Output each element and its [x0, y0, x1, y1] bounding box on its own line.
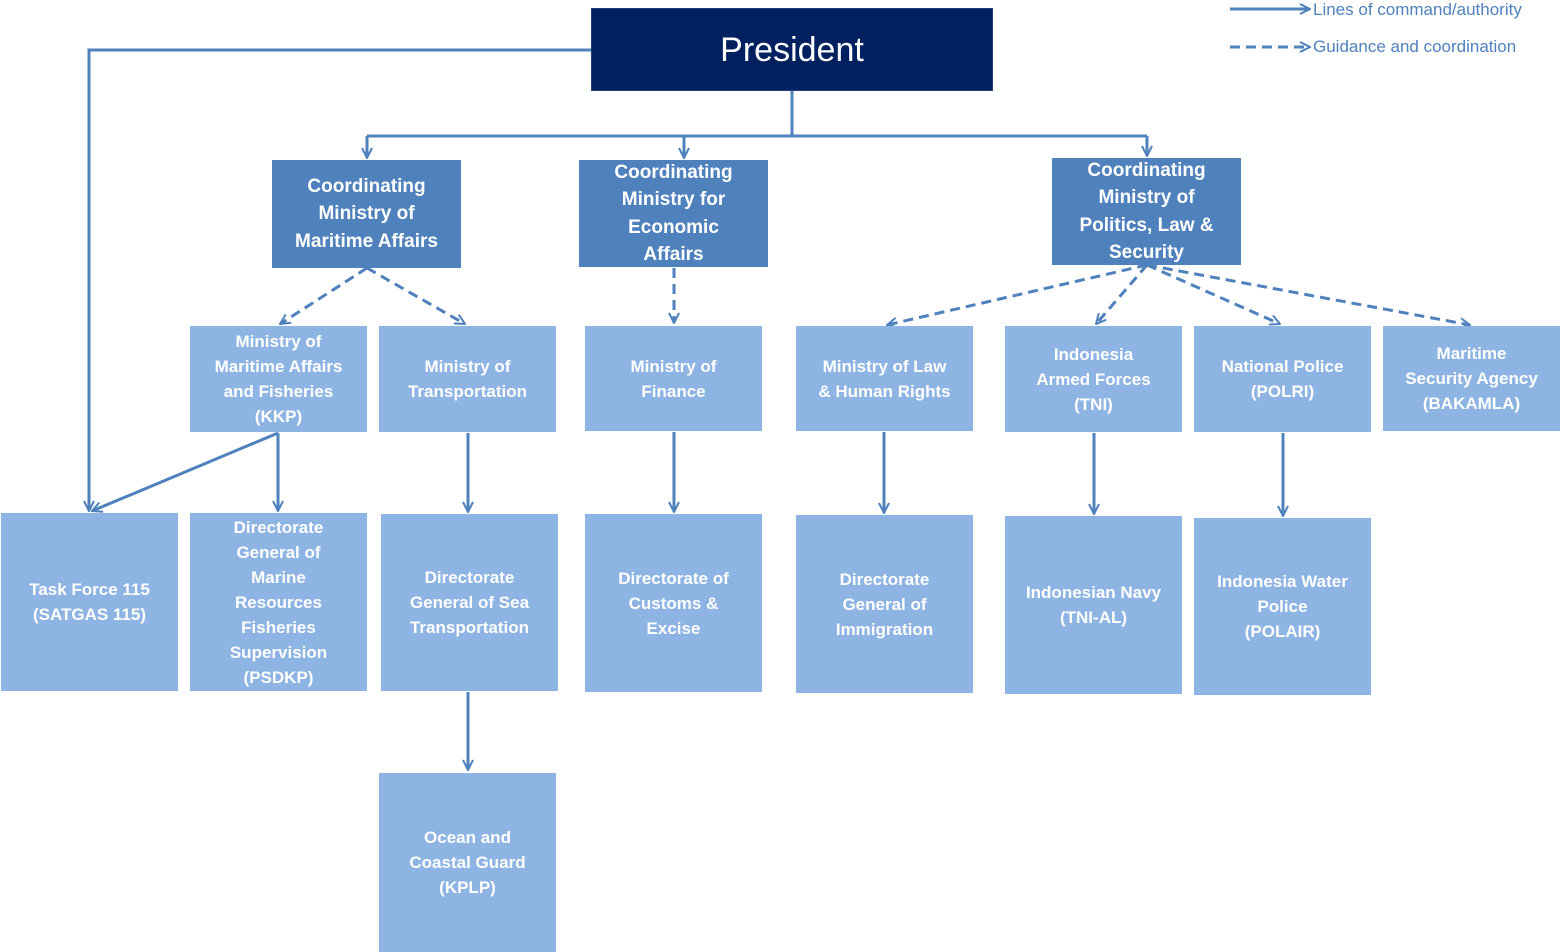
indonesian-navy-box: Indonesian Navy (TNI-AL) — [1005, 516, 1182, 694]
kkp-label-line: Ministry of — [235, 332, 322, 351]
kplp-label-line: (KPLP) — [439, 878, 496, 897]
ministry-maritime-affairs-fisheries-box: Ministry of Maritime Affairs and Fisheries… — [190, 326, 367, 432]
cmpls-label-line: Coordinating — [1087, 159, 1206, 181]
tni-label-line: (TNI) — [1074, 394, 1113, 414]
coordination-line-cmpls-to-molhr — [887, 263, 1148, 325]
satgas-label-line: Task Force 115 — [29, 580, 150, 599]
psdkp-label-line: General of — [236, 542, 321, 562]
cmpls-label-line: Security — [1109, 242, 1184, 263]
molhr-label-line: & Human Rights — [818, 381, 951, 401]
kplp-label-line: Coastal Guard — [409, 853, 526, 872]
polair-label-line: Police — [1257, 597, 1308, 616]
national-police-box: National Police (POLRI) — [1194, 326, 1371, 432]
cmea-label-line: Coordinating — [614, 161, 733, 183]
legend-command-label: Lines of command/authority — [1313, 0, 1522, 19]
customs-label-line: Customs & — [628, 593, 719, 613]
cmma-label-line: Maritime Affairs — [295, 230, 438, 252]
ministry-law-human-rights-box: Ministry of Law & Human Rights — [796, 326, 973, 431]
kkp-label-line: Maritime Affairs — [214, 357, 343, 376]
ministry-finance-box: Ministry of Finance — [585, 326, 762, 431]
kkp-label-line: and Fisheries — [223, 382, 334, 401]
dgst-label-line: General of Sea — [409, 593, 530, 612]
coordination-line-cmpls-to-bakamla — [1146, 263, 1470, 325]
president-label-line: President — [720, 30, 864, 69]
tni-label-line: Indonesia — [1053, 344, 1134, 364]
customs-label-line: Directorate of — [618, 568, 729, 588]
psdkp-label-line: Directorate — [233, 517, 324, 537]
cmea-label-line: Economic — [628, 216, 719, 238]
cmpls-label-line: Politics, Law & — [1079, 214, 1214, 236]
legend-coordination-label: Guidance and coordination — [1313, 37, 1517, 56]
mot-label-line: Ministry of — [424, 357, 511, 376]
psdkp-label-line: Fisheries — [241, 617, 316, 637]
directorate-customs-excise-box: Directorate of Customs & Excise — [585, 514, 762, 692]
mof-label-line: Finance — [641, 381, 706, 401]
psdkp-label-line: Supervision — [229, 642, 328, 662]
kplp-label-line: Ocean and — [424, 828, 511, 847]
psdkp-label-line: Resources — [235, 592, 322, 612]
polair-label-line: (POLAIR) — [1244, 622, 1321, 641]
mof-label-line: Ministry of — [630, 356, 717, 376]
tni-label-line: Armed Forces — [1036, 369, 1151, 389]
ministry-transportation-box: Ministry of Transportation — [379, 326, 556, 432]
polri-label-line: (POLRI) — [1250, 382, 1315, 401]
bakamla-label-line: Security Agency — [1405, 369, 1538, 388]
dgst-label-line: Directorate — [424, 568, 515, 587]
navy-label-line: (TNI-AL) — [1059, 608, 1128, 627]
psdkp-label-line: Marine — [251, 567, 306, 587]
cmma-label-line: Ministry of — [318, 203, 415, 225]
bakamla-label-line: (BAKAMLA) — [1422, 394, 1521, 413]
task-force-115-box: Task Force 115 (SATGAS 115) — [1, 513, 178, 691]
satgas-label-line: (SATGAS 115) — [32, 605, 147, 624]
kkp-label-line: (KKP) — [254, 407, 303, 426]
coordination-line-cmpls-to-tni — [1096, 264, 1149, 324]
bakamla-label-line: Maritime — [1436, 344, 1507, 363]
customs-label-line: Excise — [646, 618, 701, 638]
polair-label-line: Indonesia Water — [1217, 572, 1348, 591]
coordination-line-cmpls-to-polri — [1146, 263, 1280, 324]
navy-label-line: Indonesian Navy — [1025, 583, 1162, 602]
command-line-president-to-satgas — [89, 48, 591, 511]
polri-label-line: National Police — [1221, 357, 1344, 376]
coordination-line-cmma-to-kkp — [280, 266, 368, 326]
mot-label-line: Transportation — [407, 382, 527, 401]
cmea-label-line: Affairs — [643, 244, 704, 265]
cmpls-label-line: Ministry of — [1098, 187, 1195, 208]
dgst-label-line: Transportation — [409, 618, 529, 637]
cmea-label-line: Ministry for — [621, 189, 726, 210]
cmma-label-line: Coordinating — [307, 175, 426, 197]
immigration-label-line: Directorate — [839, 569, 930, 589]
president-box: President — [591, 8, 993, 91]
molhr-label-line: Ministry of Law — [822, 356, 947, 376]
immigration-label-line: General of — [842, 594, 927, 614]
psdkp-label-line: (PSDKP) — [243, 667, 314, 687]
command-line-kkp-to-satgas — [92, 431, 279, 511]
immigration-label-line: Immigration — [835, 619, 934, 639]
coordination-line-cmma-to-mot — [366, 266, 465, 326]
